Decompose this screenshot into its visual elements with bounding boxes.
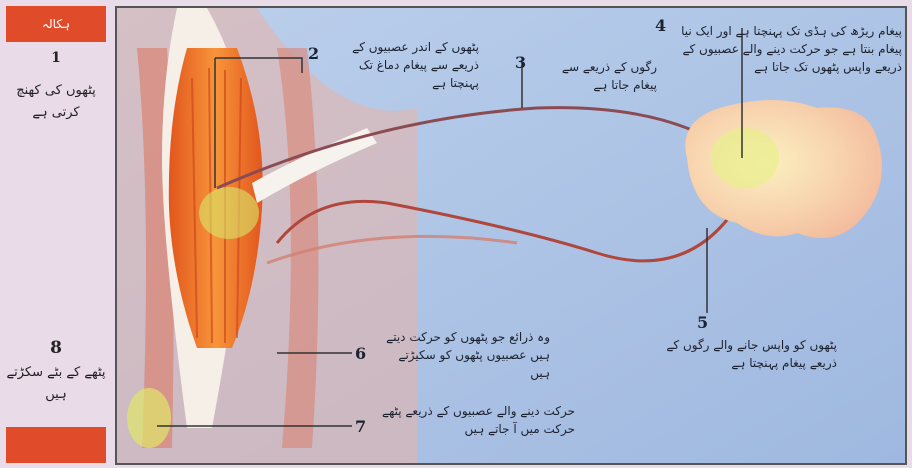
- step-8-number: 8: [0, 338, 112, 358]
- step-8-text: پٹھے کے بٹے سکڑتے ہیں: [6, 362, 106, 406]
- label-5-text: پٹھوں کو واپس جانے والے رگوں کے ذریعے پی…: [647, 336, 837, 372]
- label-6-text: وہ ذرائع جو پٹھوں کو حرکت دیتے ہیں عصبیو…: [375, 328, 550, 382]
- nerve-muscle-illustration: [117, 8, 907, 465]
- step-1-number: 1: [0, 50, 112, 66]
- label-7-number: 7: [355, 417, 366, 436]
- label-2-number: 2: [308, 44, 319, 63]
- label-4-text: پیغام ریڑھ کی ہڈی تک پہنچتا ہے اور ایک ن…: [677, 22, 902, 76]
- label-7-text: حرکت دینے والے عصبیوں کے ذریعے پٹھے حرکت…: [375, 402, 575, 438]
- spinal-synapse-highlight: [711, 128, 779, 188]
- label-3-number: 3: [515, 53, 526, 72]
- label-2-text: پٹھوں کے اندر عصبیوں کے ذریعے سے پیغام د…: [329, 38, 479, 92]
- lower-sensor-highlight: [127, 388, 171, 448]
- label-4-number: 4: [655, 16, 666, 35]
- label-6-number: 6: [355, 344, 366, 363]
- label-3-text: رگوں کے ذریعے سے پیغام جاتا ہے: [537, 58, 657, 94]
- diagram-panel: 2 پٹھوں کے اندر عصبیوں کے ذریعے سے پیغام…: [115, 6, 907, 465]
- top-tag: ہکالہ: [6, 6, 106, 42]
- label-5-number: 5: [697, 313, 708, 332]
- step-1-text: پٹھوں کی کھنچ کرتی ہے: [6, 80, 106, 124]
- sidebar: ہکالہ 1 پٹھوں کی کھنچ کرتی ہے 8 پٹھے کے …: [0, 0, 112, 468]
- spindle-highlight: [199, 187, 259, 239]
- bottom-tag: [6, 427, 106, 463]
